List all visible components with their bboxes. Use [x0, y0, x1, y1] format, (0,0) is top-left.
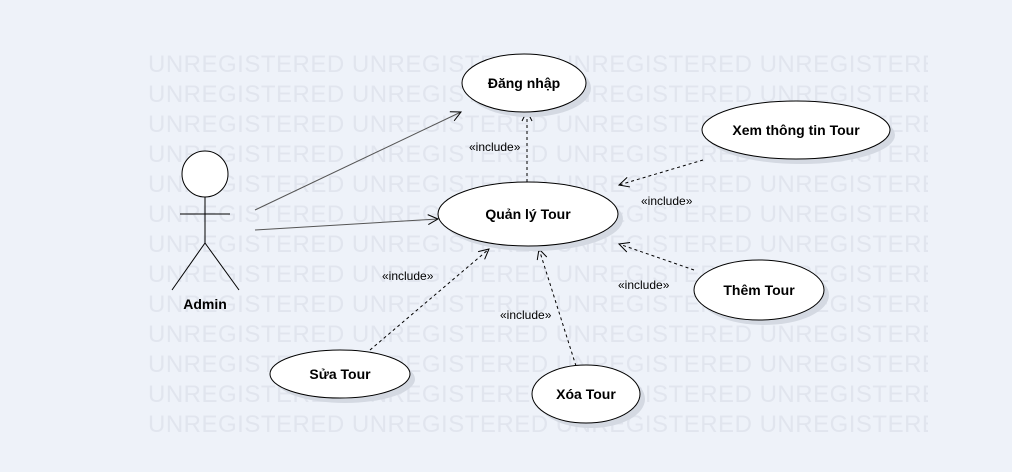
use-case-xoa-tour[interactable]: Xóa Tour	[531, 364, 645, 428]
include-label-them: «include»	[618, 278, 670, 292]
use-case-label: Đăng nhập	[488, 75, 560, 91]
association-admin-quan-ly-tour[interactable]	[254, 219, 438, 231]
include-xoa-to-quan-ly[interactable]	[539, 249, 577, 367]
include-label-xem: «include»	[641, 194, 693, 208]
use-case-dang-nhap[interactable]: Đăng nhập	[461, 53, 591, 117]
use-case-ellipse	[701, 100, 891, 160]
include-sua-to-quan-ly[interactable]	[369, 249, 489, 351]
actor-right-leg	[204, 242, 240, 291]
actor-label: Admin	[183, 296, 227, 312]
actor-head	[181, 150, 229, 198]
use-case-xem-thong-tin-tour[interactable]: Xem thông tin Tour	[701, 100, 895, 164]
use-case-ellipse	[461, 53, 587, 113]
include-xem-to-quan-ly[interactable]	[619, 159, 704, 185]
actor-admin[interactable]: Admin	[171, 150, 240, 312]
include-label-dang-nhap: «include»	[469, 140, 521, 154]
use-case-label: Thêm Tour	[723, 282, 795, 298]
use-case-ellipse	[269, 349, 411, 399]
use-case-label: Xem thông tin Tour	[732, 122, 860, 138]
use-case-ellipse	[693, 259, 825, 321]
use-case-ellipse	[437, 181, 619, 247]
use-case-sua-tour[interactable]: Sửa Tour	[269, 349, 415, 403]
association-admin-dang-nhap[interactable]	[254, 112, 461, 211]
use-case-label: Sửa Tour	[309, 366, 371, 382]
use-case-them-tour[interactable]: Thêm Tour	[693, 259, 829, 325]
use-case-label: Xóa Tour	[556, 386, 616, 402]
include-label-xoa: «include»	[500, 308, 552, 322]
use-case-ellipse	[531, 364, 641, 424]
include-label-sua: «include»	[382, 269, 434, 283]
include-them-to-quan-ly[interactable]	[619, 244, 695, 271]
use-case-quan-ly-tour[interactable]: Quản lý Tour	[437, 181, 623, 251]
actor-left-leg	[171, 242, 206, 291]
use-case-label: Quản lý Tour	[485, 206, 571, 222]
